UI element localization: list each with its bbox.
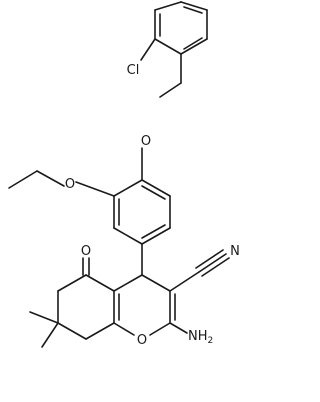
bond [201, 257, 230, 277]
bond [57, 274, 87, 292]
bond [36, 170, 65, 187]
bond [141, 274, 171, 292]
bond [140, 38, 156, 61]
bond [180, 1, 208, 11]
bond [85, 274, 115, 292]
bond [169, 271, 200, 292]
bond [41, 322, 59, 348]
bond [195, 249, 224, 269]
bond [169, 322, 188, 334]
bond [113, 274, 143, 292]
atom-label-pyran-oxygen: O [137, 333, 147, 348]
atom-label-ketone-oxygen: O [81, 244, 91, 259]
atom-label-chlorine: Cl [127, 63, 140, 78]
bond [159, 82, 182, 98]
bond [154, 38, 182, 55]
bond [149, 322, 171, 336]
bond [180, 38, 208, 55]
bond [85, 322, 115, 340]
atom-label-amine: NH2 [188, 329, 213, 346]
bond [8, 170, 38, 189]
bond [154, 1, 182, 11]
bond [113, 179, 143, 197]
bond [141, 227, 171, 245]
atom-label-ethoxy-oxygen: O [65, 177, 75, 192]
chemical-structure-diagram: Cl O O O O N NH2 [8, 1, 240, 348]
bond [113, 227, 143, 245]
bond [141, 185, 166, 200]
atom-labels: Cl O O O O N NH2 [65, 63, 240, 348]
amine-subscript: 2 [208, 336, 214, 346]
bond [183, 37, 203, 50]
bond [113, 322, 135, 336]
bond [57, 322, 87, 340]
amine-nh-text: NH [188, 329, 208, 344]
bond [183, 6, 203, 14]
atom-label-ether-oxygen: O [141, 134, 151, 149]
atom-label-nitrile-nitrogen: N [230, 244, 240, 259]
bond [29, 311, 59, 324]
bonds [8, 1, 230, 348]
bond [75, 181, 115, 197]
bond [141, 179, 171, 197]
bond [141, 224, 166, 239]
bond [198, 253, 227, 273]
